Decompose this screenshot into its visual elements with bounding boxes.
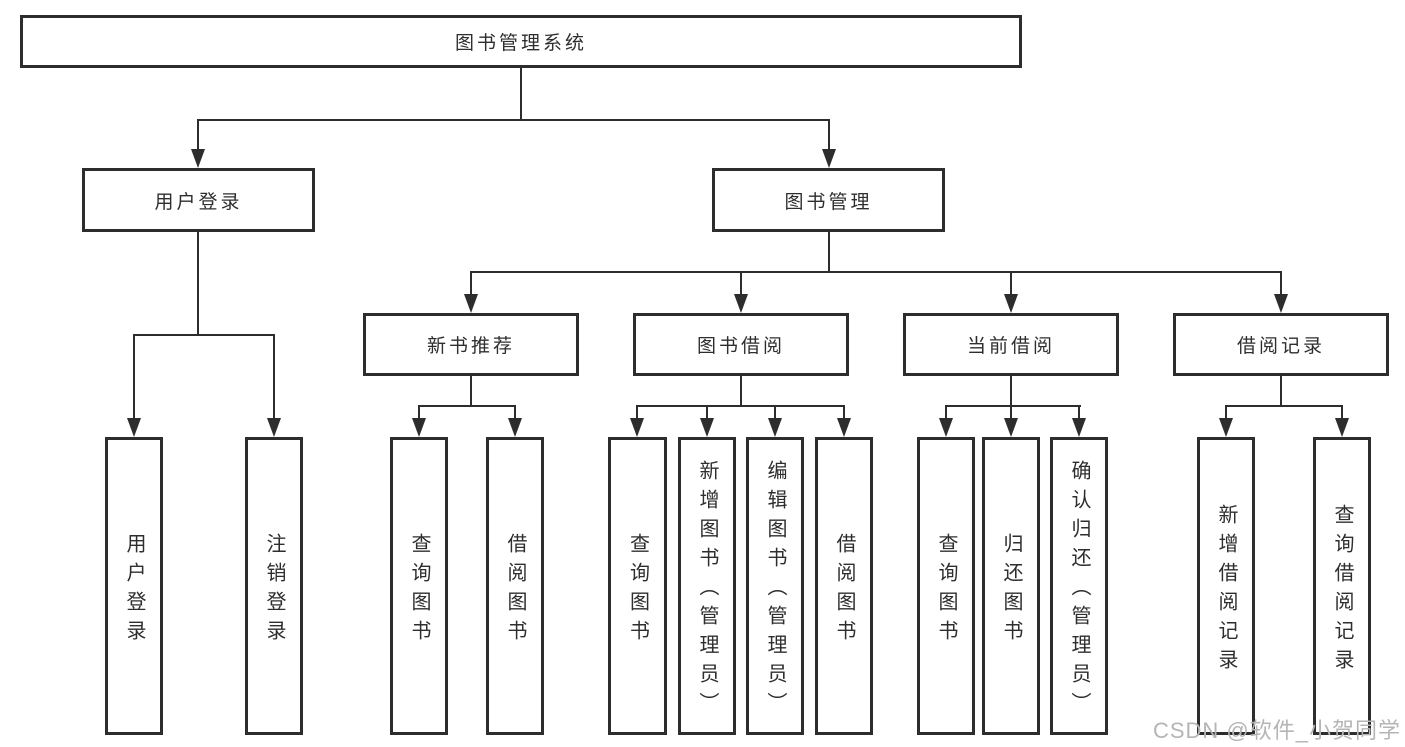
arrow-down-icon [412, 418, 426, 437]
leaf-br-query-record: 查询借阅记录 [1313, 437, 1371, 735]
node-root: 图书管理系统 [20, 15, 1022, 68]
node-borrow-record: 借阅记录 [1173, 313, 1389, 376]
connector-line [514, 405, 516, 420]
leaf-br-add-record: 新增借阅记录 [1197, 437, 1255, 735]
connector-line [520, 68, 522, 121]
node-user-login-label: 用户登录 [154, 191, 243, 213]
connector-line [197, 232, 199, 336]
connector-line [1280, 376, 1282, 407]
node-new-book-recommend-label: 新书推荐 [426, 336, 515, 357]
arrow-down-icon [630, 418, 644, 437]
connector-line [1010, 405, 1012, 420]
connector-line [774, 405, 776, 420]
node-borrow-record-label: 借阅记录 [1236, 336, 1325, 357]
leaf-user-login: 用户登录 [105, 437, 163, 735]
leaf-bb-edit-books-admin: 编辑图书（管理员） [746, 437, 804, 735]
connector-line [843, 405, 845, 420]
connector-line [418, 405, 516, 407]
node-current-borrow-label: 当前借阅 [966, 336, 1055, 357]
arrow-down-icon [267, 418, 281, 437]
leaf-bb-add-books-admin: 新增图书（管理员） [678, 437, 736, 735]
connector-line [1010, 271, 1012, 298]
connector-line [945, 405, 947, 420]
connector-line [1225, 405, 1227, 420]
leaf-logout-login-label: 注销登录 [263, 532, 285, 649]
arrow-down-icon [508, 418, 522, 437]
arrow-down-icon [837, 418, 851, 437]
arrow-down-icon [191, 149, 205, 168]
connector-line [637, 405, 845, 407]
arrow-down-icon [1219, 418, 1233, 437]
leaf-cb-query-books-label: 查询图书 [935, 532, 957, 649]
connector-line [945, 405, 1081, 407]
connector-line [828, 232, 830, 273]
arrow-down-icon [1004, 418, 1018, 437]
arrow-down-icon [1072, 418, 1086, 437]
connector-line [470, 271, 1282, 273]
leaf-nb-query-books-label: 查询图书 [408, 532, 430, 649]
connector-line [1078, 405, 1080, 420]
connector-line [133, 334, 135, 420]
leaf-bb-query-books: 查询图书 [608, 437, 667, 735]
connector-line [197, 119, 199, 151]
leaf-nb-query-books: 查询图书 [390, 437, 448, 735]
connector-line [636, 405, 638, 420]
leaf-nb-borrow-books-label: 借阅图书 [504, 532, 526, 649]
arrow-down-icon [464, 294, 478, 313]
arrow-down-icon [734, 294, 748, 313]
node-book-management-label: 图书管理 [784, 191, 873, 213]
node-root-label: 图书管理系统 [454, 33, 587, 54]
connector-line [1280, 271, 1282, 298]
node-book-borrow: 图书借阅 [633, 313, 849, 376]
connector-line [1341, 405, 1343, 420]
connector-line [1225, 405, 1343, 407]
leaf-bb-query-books-label: 查询图书 [626, 532, 649, 649]
node-user-login: 用户登录 [82, 168, 315, 232]
connector-line [470, 376, 472, 407]
leaf-logout-login: 注销登录 [245, 437, 303, 735]
arrow-down-icon [1335, 418, 1349, 437]
connector-line [828, 119, 830, 151]
connector-line [740, 376, 742, 407]
leaf-br-query-record-label: 查询借阅记录 [1331, 503, 1353, 678]
node-book-borrow-label: 图书借阅 [696, 336, 785, 357]
connector-line [1010, 376, 1012, 407]
node-current-borrow: 当前借阅 [903, 313, 1119, 376]
leaf-cb-query-books: 查询图书 [917, 437, 975, 735]
leaf-br-add-record-label: 新增借阅记录 [1215, 503, 1237, 678]
leaf-user-login-label: 用户登录 [123, 532, 145, 649]
arrow-down-icon [1004, 294, 1018, 313]
arrow-down-icon [822, 149, 836, 168]
leaf-cb-confirm-return-admin: 确认归还（管理员） [1050, 437, 1108, 735]
connector-line [740, 271, 742, 298]
connector-line [418, 405, 420, 420]
leaf-nb-borrow-books: 借阅图书 [486, 437, 544, 735]
connector-line [273, 334, 275, 420]
arrow-down-icon [700, 418, 714, 437]
leaf-bb-borrow-books: 借阅图书 [815, 437, 873, 735]
leaf-bb-add-books-admin-label: 新增图书（管理员） [696, 460, 718, 721]
connector-line [197, 119, 830, 121]
arrow-down-icon [1274, 294, 1288, 313]
leaf-cb-return-books: 归还图书 [982, 437, 1040, 735]
leaf-cb-confirm-return-admin-label: 确认归还（管理员） [1068, 460, 1090, 721]
leaf-bb-borrow-books-label: 借阅图书 [833, 532, 855, 649]
arrow-down-icon [768, 418, 782, 437]
arrow-down-icon [127, 418, 141, 437]
leaf-cb-return-books-label: 归还图书 [1000, 532, 1022, 649]
watermark: CSDN @软件_小贺同学 [1152, 718, 1401, 743]
arrow-down-icon [939, 418, 953, 437]
node-new-book-recommend: 新书推荐 [363, 313, 579, 376]
connector-line [706, 405, 708, 420]
connector-line [133, 334, 275, 336]
node-book-management: 图书管理 [712, 168, 945, 232]
connector-line [470, 271, 472, 298]
leaf-bb-edit-books-admin-label: 编辑图书（管理员） [764, 460, 786, 721]
